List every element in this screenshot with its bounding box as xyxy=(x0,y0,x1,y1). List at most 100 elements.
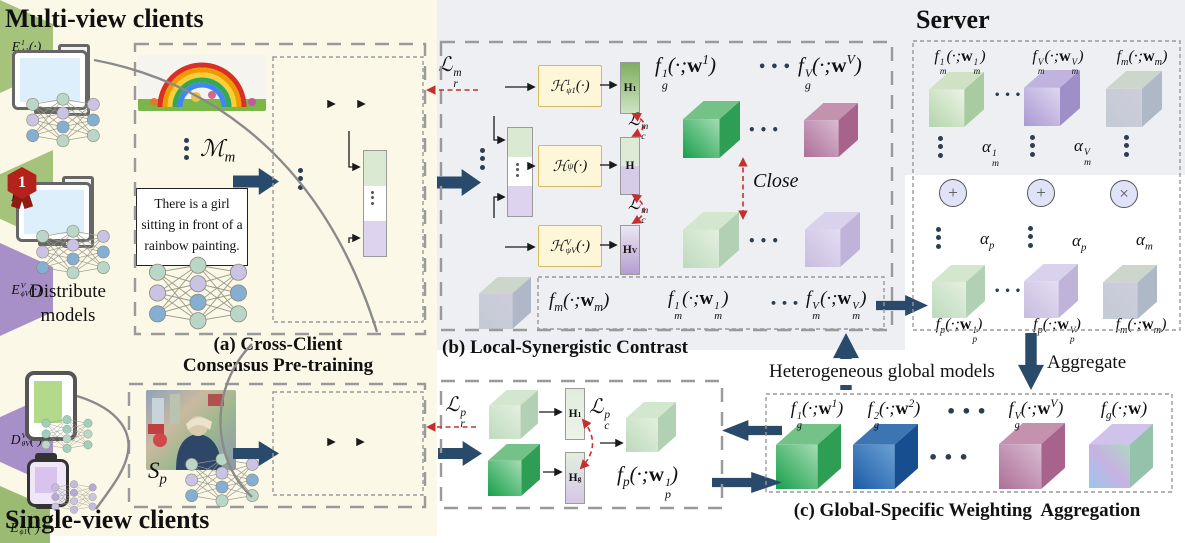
neural-network-icon-3 xyxy=(144,256,252,330)
heterogeneous-label: Heterogeneous global models xyxy=(762,359,1002,385)
sv-cube-1 xyxy=(489,390,538,439)
srv-fm-label: fm(·;wm) xyxy=(1116,48,1168,69)
multimodal-model-cube xyxy=(479,277,531,329)
vertical-dots xyxy=(1028,222,1033,251)
neural-network-icon-4 xyxy=(183,452,261,508)
b-fused-stack xyxy=(507,127,533,217)
vertical-dots xyxy=(371,188,374,207)
caption-c: (c) Global-Specific Weighting Aggregatio… xyxy=(793,500,1141,521)
embedding-h: H xyxy=(620,137,640,195)
ellipsis-dots: ••• xyxy=(748,234,784,248)
ellipsis-dots: ••• xyxy=(758,60,795,75)
ellipsis-dots: ••• xyxy=(946,402,992,421)
srv-cube-r1c3 xyxy=(1106,71,1162,127)
ellipsis-dots: ••• xyxy=(748,123,784,137)
ellipsis-dots: ••• xyxy=(994,286,1026,297)
alpha-m-label: αm xyxy=(1136,230,1153,253)
ellipsis-dots: ••• xyxy=(928,448,974,467)
srv-fm2-label: fm(·;wm) xyxy=(1115,316,1167,337)
close-label: Close xyxy=(753,170,799,192)
flow-arrow-c-to-bp xyxy=(722,420,782,441)
alpha-weights-green xyxy=(948,130,979,159)
alpha-weights-blue-2 xyxy=(1038,220,1069,249)
alpha-weights-blue xyxy=(1040,129,1071,158)
srv-cube-r5c3 xyxy=(1103,265,1157,319)
flow-arrow-a-to-bp xyxy=(438,441,482,466)
fm-label: fm(·;wm) xyxy=(549,290,610,314)
neural-network-icon-2 xyxy=(34,224,112,280)
phone-neural-network-icon xyxy=(40,413,94,455)
alpha-weights-green-2 xyxy=(946,221,977,250)
vertical-dots xyxy=(516,160,519,179)
vertical-dots xyxy=(936,223,941,252)
vertical-dots xyxy=(480,144,485,173)
srv-cube-r1c2 xyxy=(1024,70,1080,126)
vertical-dots xyxy=(184,134,189,163)
vertical-dots xyxy=(298,164,303,193)
c-cube-global xyxy=(1089,424,1153,488)
plus-op-icon: + xyxy=(939,179,967,207)
plus-op-icon: + xyxy=(1027,179,1055,207)
c-cube-view2 xyxy=(853,424,918,489)
srv-cube-r5c1 xyxy=(932,265,985,318)
multiview-title: Multi-view clients xyxy=(5,4,204,33)
c-fg-label: fg(·;w) xyxy=(1100,398,1148,422)
ellipsis-dots: ••• xyxy=(770,297,804,310)
singleview-dataset-label: Sp xyxy=(148,458,167,488)
flow-arrow-bp-to-c xyxy=(712,472,782,493)
viewV-global-cube xyxy=(804,103,858,157)
view1-global-cube xyxy=(683,101,740,158)
caption-b: (b) Local-Synergistic Contrast xyxy=(442,337,688,358)
singleview-title: Single-view clients xyxy=(5,505,210,534)
view1-local-cube xyxy=(683,212,739,268)
alpha-p2-label: αp xyxy=(1072,231,1087,254)
distribute-models-label: Distribute models xyxy=(30,281,106,326)
monitor-icon xyxy=(12,50,88,110)
text-sample-box: There is a girl sitting in front of a ra… xyxy=(136,188,248,266)
sv-output-cube xyxy=(626,402,676,452)
smartwatch-icon xyxy=(27,453,69,509)
srv-cube-r1c1 xyxy=(929,72,984,127)
neural-network-icon xyxy=(24,92,102,148)
ellipsis-dots: ••• xyxy=(994,90,1026,101)
c-cube-viewV xyxy=(999,423,1065,489)
alpha-weights-teal xyxy=(1100,220,1131,249)
rainbow-painting-image xyxy=(138,55,266,111)
monitor-stand xyxy=(34,109,62,114)
aggregate-label: Aggregate xyxy=(1047,352,1127,373)
srv-cube-r5c2 xyxy=(1024,264,1078,318)
fused-latent-stack xyxy=(363,150,387,257)
multiview-dataset-label: ℳm xyxy=(200,136,236,166)
c-cube-view1 xyxy=(776,424,841,489)
viewV-local-cube xyxy=(805,212,860,267)
server-title: Server xyxy=(916,5,990,34)
